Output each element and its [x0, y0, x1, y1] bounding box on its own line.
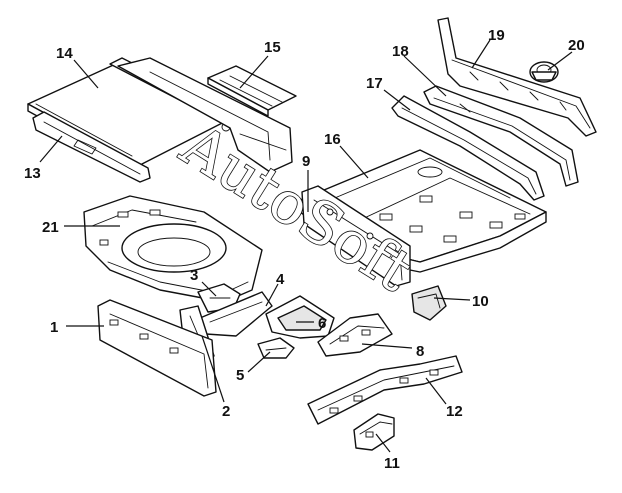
label-16: 16 — [324, 131, 341, 148]
rear-cross-member — [117, 57, 293, 173]
part-20-plug — [529, 61, 559, 83]
label-6: 6 — [318, 315, 326, 332]
label-4: 4 — [276, 271, 285, 288]
part-8-seat-crossmember — [317, 313, 393, 357]
label-1: 1 — [50, 319, 58, 336]
label-3: 3 — [190, 267, 198, 284]
label-2: 2 — [222, 403, 230, 420]
label-8: 8 — [416, 343, 424, 360]
label-9: 9 — [302, 153, 310, 170]
part-10-bracket — [411, 285, 447, 321]
label-12: 12 — [446, 403, 463, 420]
label-21: 21 — [42, 219, 59, 236]
part-15-panel — [207, 65, 297, 117]
label-17: 17 — [366, 75, 383, 92]
leader-lines — [39, 39, 573, 453]
part-12-sill-rail — [307, 355, 463, 425]
label-13: 13 — [24, 165, 41, 182]
part-17-front-rail — [391, 95, 545, 201]
label-11: 11 — [384, 455, 400, 472]
label-18: 18 — [392, 43, 409, 60]
part-labels: 1 2 3 4 5 6 8 9 10 11 12 13 14 15 16 17 … — [24, 27, 585, 472]
part-18-cross-member — [423, 85, 579, 187]
part-21-rear-floor — [83, 195, 263, 303]
label-14: 14 — [56, 45, 73, 62]
label-5: 5 — [236, 367, 244, 384]
part-9-floor-brace — [301, 185, 411, 287]
part-11-bracket — [353, 413, 395, 451]
part-13-trim-panel — [32, 111, 151, 183]
part-6-reinforcement — [265, 295, 335, 339]
part-19-cowl-panel — [437, 17, 597, 137]
label-15: 15 — [264, 39, 281, 56]
part-1-rear-panel — [97, 299, 217, 397]
label-10: 10 — [472, 293, 489, 310]
label-19: 19 — [488, 27, 505, 44]
label-20: 20 — [568, 37, 585, 54]
part-5-bracket — [257, 337, 295, 359]
